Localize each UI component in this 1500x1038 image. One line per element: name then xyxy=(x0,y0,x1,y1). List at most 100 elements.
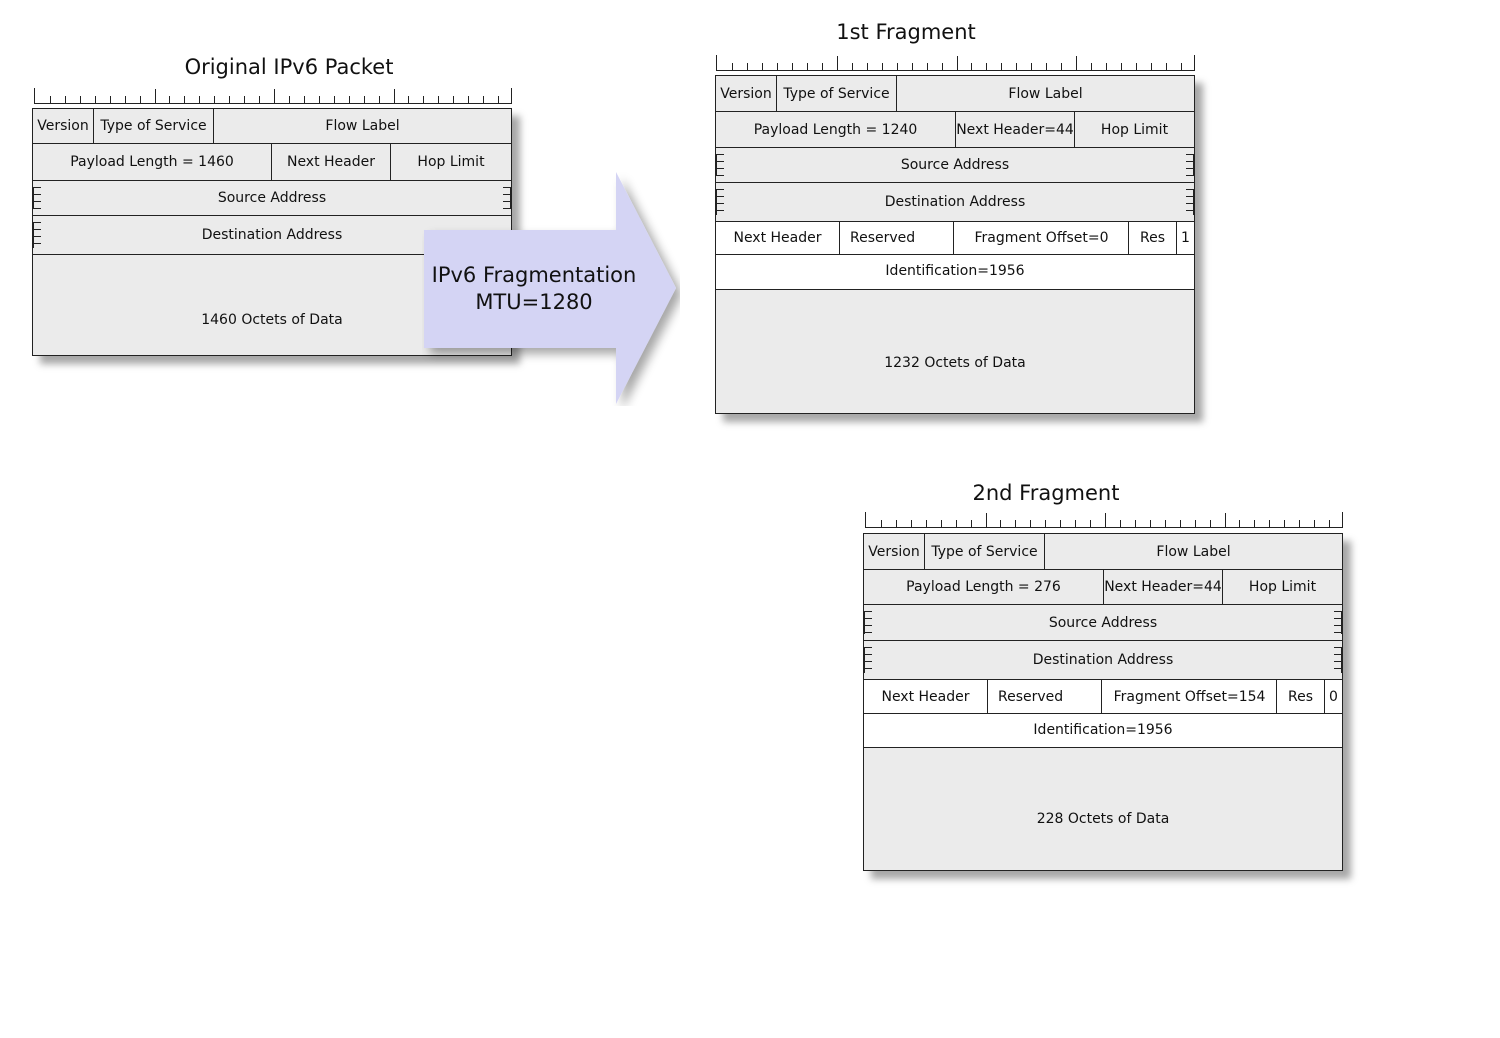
ruler-tick xyxy=(1106,63,1108,71)
header-row-2: Payload Length = 276 Next Header=44 Hop … xyxy=(864,570,1342,605)
ruler-tick xyxy=(985,513,987,528)
more-fragments-flag: 0 xyxy=(1329,688,1338,705)
data-row: 1232 Octets of Data xyxy=(716,290,1194,413)
identification-field: Identification=1956 xyxy=(1033,721,1173,738)
ruler-tick xyxy=(910,520,912,528)
continuation-mark xyxy=(33,187,42,209)
ruler-tick xyxy=(109,96,111,104)
ruler-tick xyxy=(393,89,395,104)
ruler-tick xyxy=(169,96,171,104)
ruler-tick xyxy=(791,63,793,71)
data-field: 1460 Octets of Data xyxy=(201,312,343,328)
ruler-tick xyxy=(408,96,410,104)
data-row: 1460 Octets of Data xyxy=(33,255,511,355)
header-row-2: Payload Length = 1240 Next Header=44 Hop… xyxy=(716,112,1194,148)
ruler-tick xyxy=(229,96,231,104)
ruler-tick xyxy=(1164,520,1166,528)
ext-next-header-field: Next Header xyxy=(864,680,988,713)
ruler-tick xyxy=(776,63,778,71)
arrow-label-line2: MTU=1280 xyxy=(475,290,593,314)
ruler-tick xyxy=(1090,520,1092,528)
ruler-tick xyxy=(851,63,853,71)
destination-address-field: Destination Address xyxy=(201,227,343,243)
version-field: Version xyxy=(864,534,925,569)
ruler-tick xyxy=(970,520,972,528)
more-fragments-flag: 1 xyxy=(1181,230,1190,246)
ruler-tick xyxy=(731,63,733,71)
ruler-tick xyxy=(483,96,485,104)
reserved-field: Reserved xyxy=(840,222,954,254)
ruler-tick xyxy=(1105,513,1106,528)
ruler-tick xyxy=(1015,520,1017,528)
ruler-tick xyxy=(1329,520,1331,528)
continuation-mark xyxy=(502,187,511,209)
fragment-header-row: Next Header Reserved Fragment Offset=0 R… xyxy=(716,222,1194,255)
continuation-mark xyxy=(1185,189,1194,215)
ruler-tick xyxy=(1046,63,1048,71)
ruler-tick xyxy=(94,96,96,104)
ruler-tick xyxy=(955,520,957,528)
identification-row: Identification=1956 xyxy=(864,714,1342,748)
fragment-2-title: 2nd Fragment xyxy=(972,481,1120,505)
header-row-1: Version Type of Service Flow Label xyxy=(33,109,511,144)
next-header-field: Next Header xyxy=(272,144,391,180)
ruler-tick xyxy=(1060,520,1062,528)
ruler-tick xyxy=(1119,520,1121,528)
ruler-tick xyxy=(498,96,500,104)
ruler-tick xyxy=(1134,520,1136,528)
payload-length-field: Payload Length = 1240 xyxy=(716,112,956,147)
data-field: 228 Octets of Data xyxy=(1036,811,1170,827)
ruler-tick xyxy=(1151,63,1153,71)
next-header-field: Next Header=44 xyxy=(956,112,1075,147)
ruler-tick xyxy=(79,96,81,104)
res-field: Res xyxy=(1129,222,1177,254)
original-packet-title: Original IPv6 Packet xyxy=(184,55,394,79)
continuation-mark xyxy=(33,222,42,248)
ruler-tick xyxy=(139,96,141,104)
ruler-tick xyxy=(453,96,455,104)
ruler-tick xyxy=(348,96,350,104)
ruler-tick xyxy=(1149,520,1151,528)
bit-ruler xyxy=(865,512,1343,528)
header-row-2: Payload Length = 1460 Next Header Hop Li… xyxy=(33,144,511,181)
destination-address-row: Destination Address xyxy=(716,183,1194,222)
ruler-tick xyxy=(438,96,440,104)
ruler-tick xyxy=(1001,63,1003,71)
ruler-tick xyxy=(184,96,186,104)
ruler-tick xyxy=(1209,520,1211,528)
ruler-tick xyxy=(836,56,838,71)
ruler-tick xyxy=(1121,63,1123,71)
ruler-tick xyxy=(1179,520,1181,528)
ruler-tick xyxy=(1091,63,1093,71)
arrow-label: IPv6 Fragmentation MTU=1280 xyxy=(424,262,644,316)
ruler-tick xyxy=(1194,520,1196,528)
ruler-tick xyxy=(821,63,823,71)
ruler-tick xyxy=(303,96,305,104)
ruler-tick xyxy=(806,63,808,71)
ruler-tick xyxy=(926,63,928,71)
ruler-tick xyxy=(746,63,748,71)
identification-row: Identification=1956 xyxy=(716,255,1194,290)
ruler-tick xyxy=(378,96,380,104)
fragment-offset-field: Fragment Offset=154 xyxy=(1103,680,1277,713)
fragment-1: Version Type of Service Flow Label Paylo… xyxy=(715,75,1195,414)
version-field: Version xyxy=(33,109,94,143)
ruler-tick xyxy=(925,520,927,528)
ruler-tick xyxy=(333,96,335,104)
bit-ruler xyxy=(716,55,1195,71)
fragment-1-title: 1st Fragment xyxy=(836,20,976,44)
continuation-mark xyxy=(864,611,873,634)
fragment-2: Version Type of Service Flow Label Paylo… xyxy=(863,533,1343,871)
ruler-tick xyxy=(1031,63,1033,71)
destination-address-field: Destination Address xyxy=(1032,652,1174,668)
fragment-header-row: Next Header Reserved Fragment Offset=154… xyxy=(864,680,1342,714)
ruler-tick xyxy=(1299,520,1301,528)
source-address-row: Source Address xyxy=(33,181,511,216)
fragmentation-arrow-icon xyxy=(424,172,676,404)
header-row-1: Version Type of Service Flow Label xyxy=(716,76,1194,112)
hop-limit-field: Hop Limit xyxy=(1100,121,1169,138)
continuation-mark xyxy=(716,154,725,176)
ruler-tick xyxy=(881,63,883,71)
next-header-field: Next Header=44 xyxy=(1104,570,1223,604)
source-address-field: Source Address xyxy=(1048,614,1158,631)
